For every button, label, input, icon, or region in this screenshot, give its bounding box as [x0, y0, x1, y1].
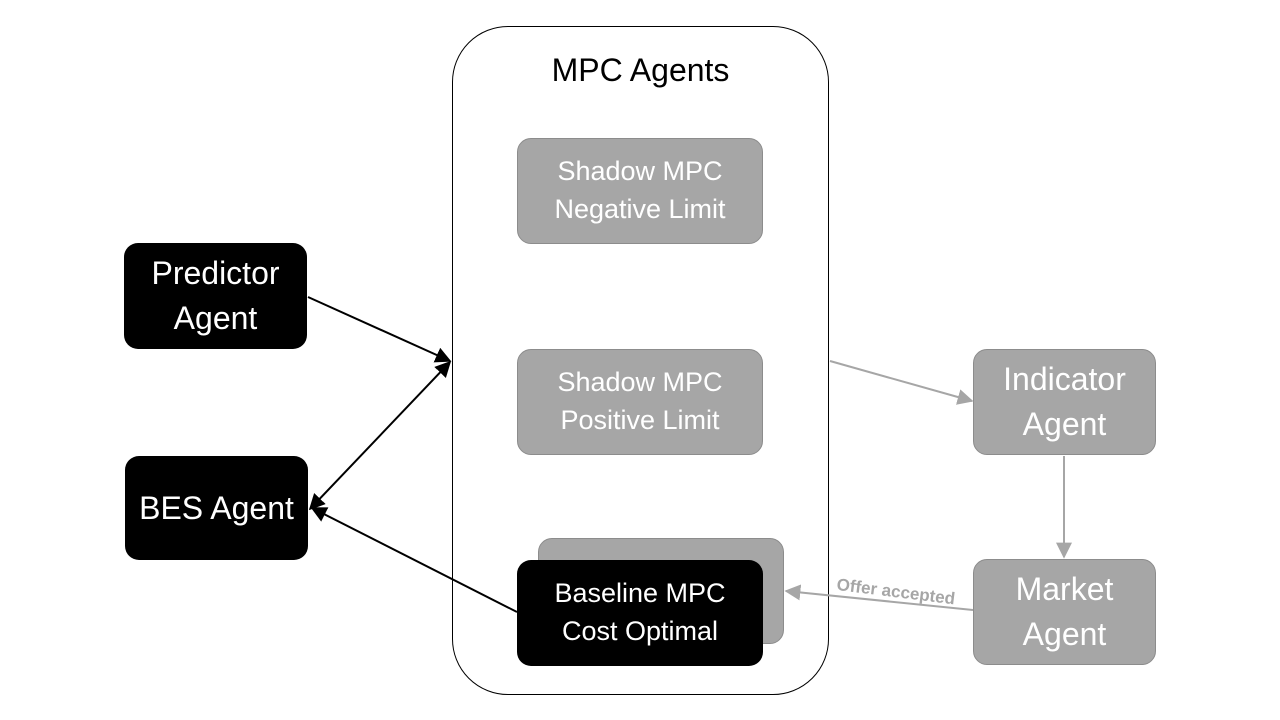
- bes-agent[interactable]: BES Agent: [125, 456, 308, 560]
- edge-baseline-to-bes: [310, 507, 518, 613]
- indicator-agent[interactable]: Indicator Agent: [973, 349, 1156, 455]
- shadow-mpc-positive-limit[interactable]: Shadow MPC Positive Limit: [517, 349, 763, 455]
- predictor-agent[interactable]: Predictor Agent: [124, 243, 307, 349]
- market-agent[interactable]: Market Agent: [973, 559, 1156, 665]
- mpc-agents-title: MPC Agents: [551, 52, 730, 88]
- edge-bes-mpc-bidirectional: [308, 360, 452, 511]
- edge-predictor-to-mpc: [307, 296, 452, 363]
- baseline-mpc-cost-optimal[interactable]: Baseline MPC Cost Optimal: [517, 560, 763, 666]
- shadow-mpc-negative-limit[interactable]: Shadow MPC Negative Limit: [517, 138, 763, 244]
- edge-mpc-to-indicator: [829, 360, 974, 405]
- edge-market-to-baseline: [784, 584, 974, 611]
